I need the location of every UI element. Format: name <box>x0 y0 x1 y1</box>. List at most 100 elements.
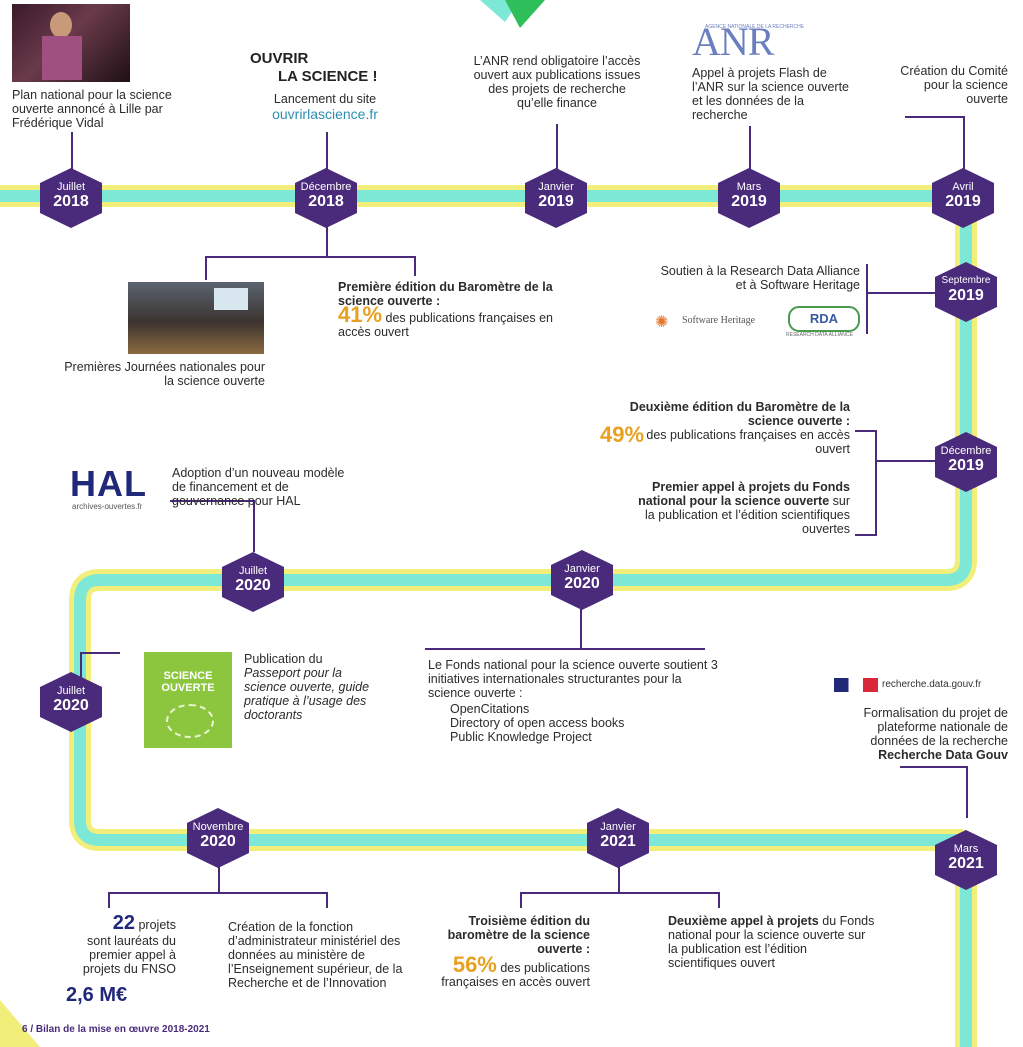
connector <box>520 892 522 908</box>
connector <box>71 132 73 170</box>
connector <box>326 132 328 170</box>
connector <box>425 648 705 650</box>
rdg-bold: Recherche Data Gouv <box>878 748 1008 762</box>
connector <box>963 116 965 172</box>
laureats-word: projets <box>135 918 176 932</box>
connector <box>875 460 937 462</box>
list-item: Public Knowledge Project <box>450 730 592 744</box>
ouvrir-text: Lancement du site <box>273 92 377 106</box>
laureats-line: 22 projets <box>60 913 176 933</box>
connector <box>218 866 220 894</box>
barometre1-title: Première édition du Baromètre de la scie… <box>338 280 553 308</box>
french-flag-icon <box>834 678 878 692</box>
connector <box>80 652 120 654</box>
list-item: OpenCitations <box>450 702 530 716</box>
software-heritage-icon: ✺ <box>655 314 669 331</box>
connector <box>556 124 558 170</box>
barometre1-pct: 41% <box>338 302 383 327</box>
barometre3-rest: des publications françaises en accès ouv… <box>441 961 590 989</box>
laureats-num: 22 <box>112 912 135 934</box>
fnso2-rest: du Fonds national pour la science ouvert… <box>668 914 875 970</box>
connector <box>580 606 582 648</box>
passeport-text-1: Publication du <box>244 652 323 666</box>
connector <box>749 126 751 170</box>
ouvrir-link[interactable]: ouvrirlascience.fr <box>272 106 378 122</box>
passeport-cover-line2: OUVERTE <box>161 682 215 694</box>
list-item: Directory of open access books <box>450 716 625 730</box>
connector <box>205 256 415 258</box>
connector <box>855 430 877 432</box>
connector <box>520 892 720 894</box>
barometre3-pct: 56% <box>452 952 497 977</box>
plan-text: Plan national pour la science ouverte an… <box>12 88 172 130</box>
hal-logo-small: archives-ouvertes.fr <box>72 502 143 511</box>
admin-text: Création de la fonction d’administrateur… <box>228 920 403 990</box>
connector <box>170 500 255 502</box>
connector <box>108 892 328 894</box>
rda-text: Soutien à la Research Data Alliance et à… <box>660 264 860 292</box>
anr-logo: ANR <box>692 19 774 64</box>
fnso2-bold: Deuxième appel à projets <box>668 914 819 928</box>
anr-oblig-text: L’ANR rend obligatoire l’accès ouvert au… <box>473 54 641 110</box>
fonds-intro: Le Fonds national pour la science ouvert… <box>428 658 718 700</box>
journees-photo <box>128 282 264 354</box>
fonds-list: OpenCitations Directory of open access b… <box>450 702 710 744</box>
connector <box>253 500 255 552</box>
connector <box>414 256 416 276</box>
passeport-cover: SCIENCE OUVERTE <box>144 652 232 748</box>
passeport-text-2: Passeport pour la science ouverte, guide… <box>244 666 370 722</box>
connector <box>80 652 82 682</box>
journees-text: Premières Journées nationales pour la sc… <box>64 360 265 388</box>
anr-flash-text: Appel à projets Flash de l’ANR sur la sc… <box>692 66 850 122</box>
anr-logo-small: AGENCE NATIONALE DE LA RECHERCHE <box>705 24 805 30</box>
fnso1-bold: Premier appel à projets du Fonds nationa… <box>638 480 850 508</box>
barometre2-pct: 49% <box>600 422 645 447</box>
vidal-photo <box>12 4 130 82</box>
barometre2-rest: des publications françaises en accès ouv… <box>646 428 850 456</box>
rda-logo-small: RESEARCH DATA ALLIANCE <box>786 332 853 338</box>
fnso1-text: Premier appel à projets du Fonds nationa… <box>626 480 850 536</box>
connector <box>875 430 877 536</box>
fnso2-text: Deuxième appel à projets du Fonds nation… <box>668 914 878 970</box>
laureats-amount: 2,6 M€ <box>66 984 128 1006</box>
hal-text: Adoption d’un nouveau modèle de financem… <box>172 466 345 508</box>
barometre1-rest: des publications françaises en accès ouv… <box>338 311 553 339</box>
ouvrir-logo-line2: LA SCIENCE ! <box>278 68 378 85</box>
ouvrir-logo-line1: OUVRIR <box>250 50 309 67</box>
connector <box>866 292 936 294</box>
connector <box>855 534 877 536</box>
connector <box>108 892 110 908</box>
hal-logo: HAL <box>70 463 147 504</box>
connector <box>326 892 328 908</box>
barometre2-line: 49% des publications françaises en accès… <box>600 422 850 457</box>
connector <box>866 264 868 334</box>
rdg-logo: recherche.data.gouv.fr <box>882 679 982 690</box>
connector <box>905 116 965 118</box>
fnso1-rest: sur la publication et l’édition scientif… <box>645 494 850 536</box>
rdg-text: Formalisation du projet de plateforme na… <box>863 706 1008 748</box>
software-heritage-logo: Software Heritage <box>682 315 756 326</box>
barometre3-title: Troisième édition du baromètre de la sci… <box>447 914 590 956</box>
page-footer: 6 / Bilan de la mise en œuvre 2018-2021 <box>22 1024 210 1035</box>
barometre2-title: Deuxième édition du Baromètre de la scie… <box>629 400 850 428</box>
comite-text: Création du Comité pour la science ouver… <box>900 64 1008 106</box>
barometre1-line: 41% des publications françaises en accès… <box>338 304 568 340</box>
connector <box>900 766 968 768</box>
passeport-cover-line1: SCIENCE <box>163 670 213 682</box>
connector <box>326 224 328 258</box>
